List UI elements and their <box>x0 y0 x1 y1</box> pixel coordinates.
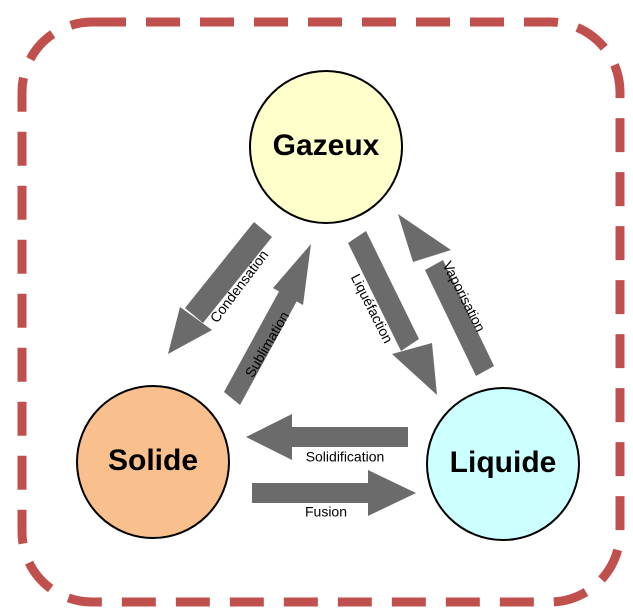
gas-state-circle <box>249 70 403 224</box>
condensation-arrow <box>168 222 272 354</box>
vaporisation-arrow <box>398 214 494 376</box>
solidification-label: Solidification <box>306 449 385 465</box>
solid-state-label: Solide <box>108 444 198 477</box>
fusion-label: Fusion <box>305 504 347 520</box>
sublimation-arrow <box>224 244 311 405</box>
dashed-frame <box>17 17 625 607</box>
liquefaction-arrow <box>348 231 437 395</box>
gas-state-label: Gazeux <box>273 129 380 162</box>
liquid-state-label: Liquide <box>450 446 557 479</box>
liquid-state-circle <box>426 387 580 541</box>
fusion-arrow <box>252 470 416 516</box>
solidification-arrow <box>246 414 408 460</box>
solid-state-circle <box>76 385 230 539</box>
